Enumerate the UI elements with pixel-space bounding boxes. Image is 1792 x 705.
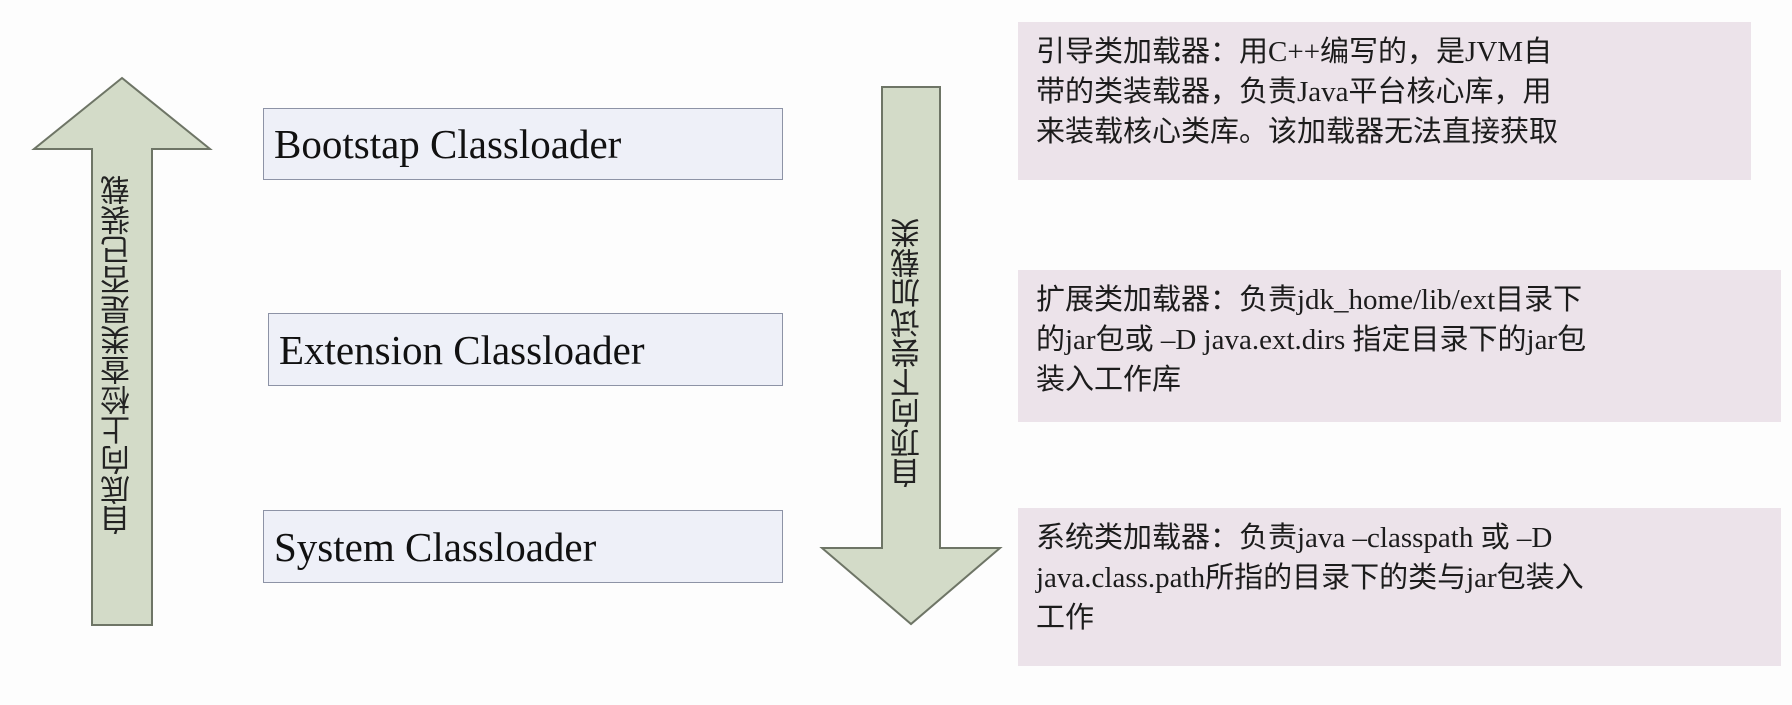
down-arrow-label: 自顶向下尝试加载类 <box>891 218 926 488</box>
bootstrap-description: 引导类加载器：用C++编写的，是JVM自 带的类装载器，负责Java平台核心库，… <box>1018 22 1751 180</box>
description-line: 带的类装载器，负责Java平台核心库，用 <box>1036 76 1552 108</box>
description-line: 来装载核心类库。该加载器无法直接获取 <box>1036 116 1559 148</box>
description-line: 系统类加载器：负责java –classpath 或 –D <box>1036 522 1553 554</box>
system-description: 系统类加载器：负责java –classpath 或 –D java.class… <box>1018 508 1781 666</box>
description-line: 引导类加载器：用C++编写的，是JVM自 <box>1036 36 1553 68</box>
description-line: 扩展类加载器：负责jdk_home/lib/ext目录下 <box>1036 284 1583 316</box>
up-arrow-shape <box>31 76 213 626</box>
system-classloader-label: System Classloader <box>274 523 597 570</box>
description-line: 工作 <box>1036 602 1095 634</box>
description-line: 的jar包或 –D java.ext.dirs 指定目录下的jar包 <box>1036 324 1587 356</box>
description-line: 装入工作库 <box>1036 364 1182 396</box>
down-arrow-shape <box>819 86 1003 626</box>
extension-classloader-box: Extension Classloader <box>268 313 783 386</box>
bootstrap-classloader-box: Bootstap Classloader <box>263 108 783 180</box>
up-arrow-label: 自底向上检查类是否已装载 <box>101 175 136 535</box>
system-classloader-box: System Classloader <box>263 510 783 583</box>
bootstrap-classloader-label: Bootstap Classloader <box>274 121 622 167</box>
description-line: java.class.path所指的目录下的类与jar包装入 <box>1036 562 1584 594</box>
extension-description: 扩展类加载器：负责jdk_home/lib/ext目录下 的jar包或 –D j… <box>1018 270 1781 422</box>
extension-classloader-label: Extension Classloader <box>279 326 645 373</box>
